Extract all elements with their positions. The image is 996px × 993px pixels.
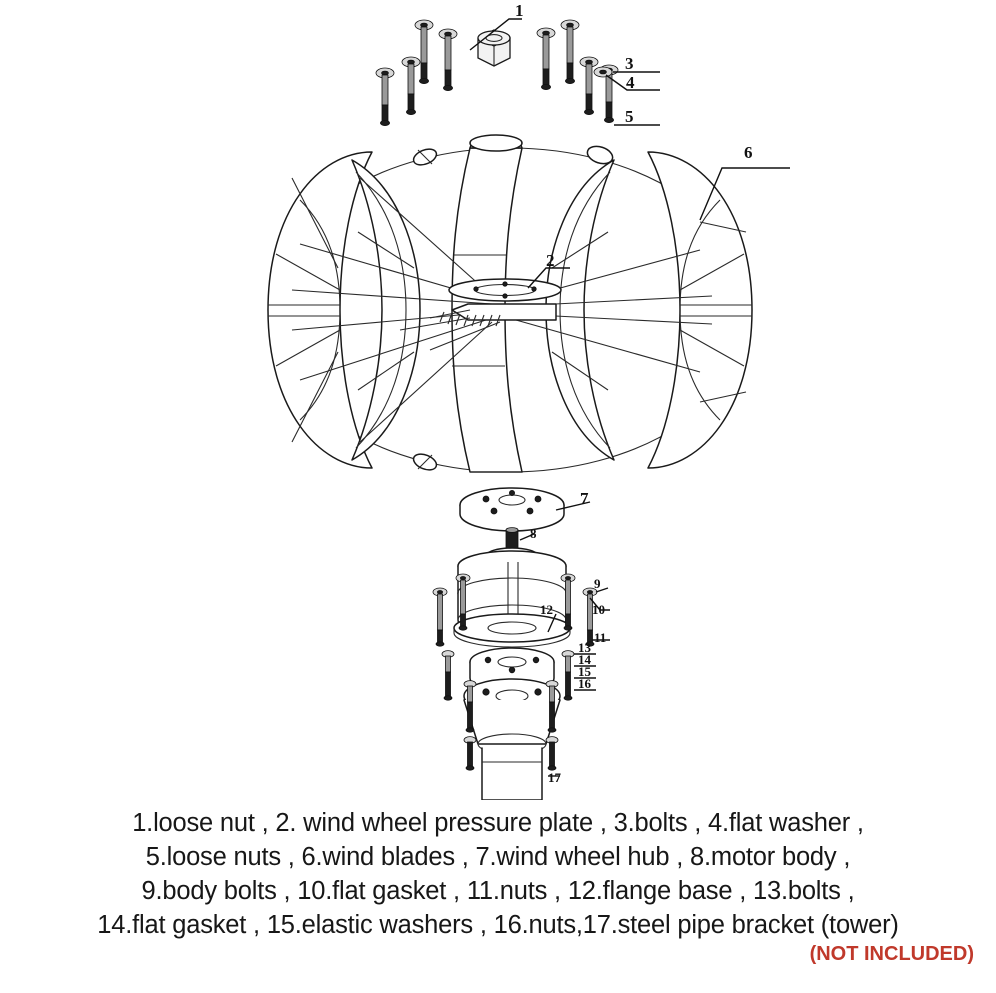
- bolt: [432, 587, 448, 647]
- callout-15-label: 15: [578, 664, 592, 679]
- callout-1: 1: [469, 1, 524, 51]
- callout-2-label: 2: [546, 251, 555, 270]
- caption-line-3: 9.body bolts , 10.flat gasket , 11.nuts …: [141, 877, 855, 905]
- callout-3-label: 3: [625, 54, 634, 73]
- bolt: [463, 680, 477, 733]
- callout-13-label: 13: [578, 640, 592, 655]
- bolt: [579, 56, 599, 116]
- bolt: [560, 19, 580, 85]
- callout-16-label: 16: [578, 676, 592, 691]
- wind-wheel-pressure-plate: [448, 278, 562, 302]
- callout-7-label: 7: [580, 489, 589, 508]
- bolt: [438, 28, 458, 92]
- spherical-rotor-assembly: 2 6: [267, 134, 790, 473]
- callout-4: 4: [605, 73, 660, 92]
- callout-6: 6: [699, 143, 790, 221]
- callout-9: 9: [594, 576, 609, 593]
- callout-17-label: 17: [548, 770, 562, 785]
- bolt: [582, 587, 598, 647]
- callout-5: 5: [614, 107, 660, 126]
- callout-6-label: 6: [744, 143, 753, 162]
- bolt: [536, 27, 556, 91]
- callout-13: 13: [574, 640, 596, 655]
- callout-2: 2: [527, 251, 570, 289]
- not-included-row: (NOT INCLUDED): [8, 943, 988, 966]
- caption-line-1: 1.loose nut , 2. wind wheel pressure pla…: [132, 809, 864, 837]
- callout-12-label: 12: [540, 602, 553, 617]
- steel-pipe-bracket-tower: 17: [463, 678, 562, 800]
- caption-line-4: 14.flat gasket , 15.elastic washers , 16…: [97, 911, 899, 939]
- bolt: [545, 736, 559, 771]
- callout-10-label: 10: [592, 602, 605, 617]
- callout-14-label: 14: [578, 652, 592, 667]
- flat-gasket-disc: [453, 613, 571, 648]
- callout-9-label: 9: [594, 576, 601, 591]
- callout-17: 17: [548, 770, 562, 785]
- bolt: [455, 573, 471, 631]
- callout-4-label: 4: [626, 73, 635, 92]
- hex-nut-part1: [477, 29, 511, 67]
- bolt: [414, 19, 434, 85]
- wind-wheel-hub: 7: [459, 487, 591, 532]
- not-included-note: (NOT INCLUDED): [809, 943, 974, 965]
- body-bolts-right: 9 10 11: [560, 573, 610, 647]
- flange-bolts-left: [441, 650, 477, 771]
- callout-15: 15: [574, 664, 596, 679]
- bolt: [545, 680, 559, 733]
- hub-spokes: [291, 177, 713, 443]
- bolt: [560, 573, 576, 631]
- callout-7: 7: [555, 489, 591, 511]
- bolt: [561, 650, 575, 701]
- bolt: [463, 736, 477, 771]
- top-fastener-group: 1 3 4 5: [375, 1, 660, 127]
- callout-3: 3: [613, 54, 660, 73]
- bolt: [441, 650, 455, 701]
- callout-10: 10: [589, 597, 610, 617]
- callout-14: 14: [574, 652, 596, 667]
- callout-5-label: 5: [625, 107, 634, 126]
- bolt-arc-group: [375, 19, 619, 127]
- callout-11: 11: [592, 630, 610, 645]
- rotor-shaft: [399, 303, 557, 351]
- lower-drivetrain-assembly: 7 8: [432, 487, 610, 800]
- thread-marks: [439, 311, 501, 327]
- callout-12: 12: [540, 602, 557, 633]
- bolt: [375, 67, 395, 127]
- parts-legend-caption: 1.loose nut , 2. wind wheel pressure pla…: [0, 800, 996, 993]
- turbine-exploded-diagram: 1 3 4 5: [267, 1, 790, 800]
- callout-8: 8: [519, 526, 537, 541]
- callout-11-label: 11: [594, 630, 606, 645]
- callout-16: 16: [574, 676, 596, 691]
- bolt: [401, 56, 421, 116]
- caption-line-2: 5.loose nuts , 6.wind blades , 7.wind wh…: [145, 843, 851, 871]
- bolt: [593, 66, 613, 78]
- callout-1-label: 1: [515, 1, 524, 20]
- body-bolts-left: [432, 573, 471, 647]
- callout-8-label: 8: [530, 526, 537, 541]
- flange-bolts-right: 13 14 15 16: [545, 640, 596, 771]
